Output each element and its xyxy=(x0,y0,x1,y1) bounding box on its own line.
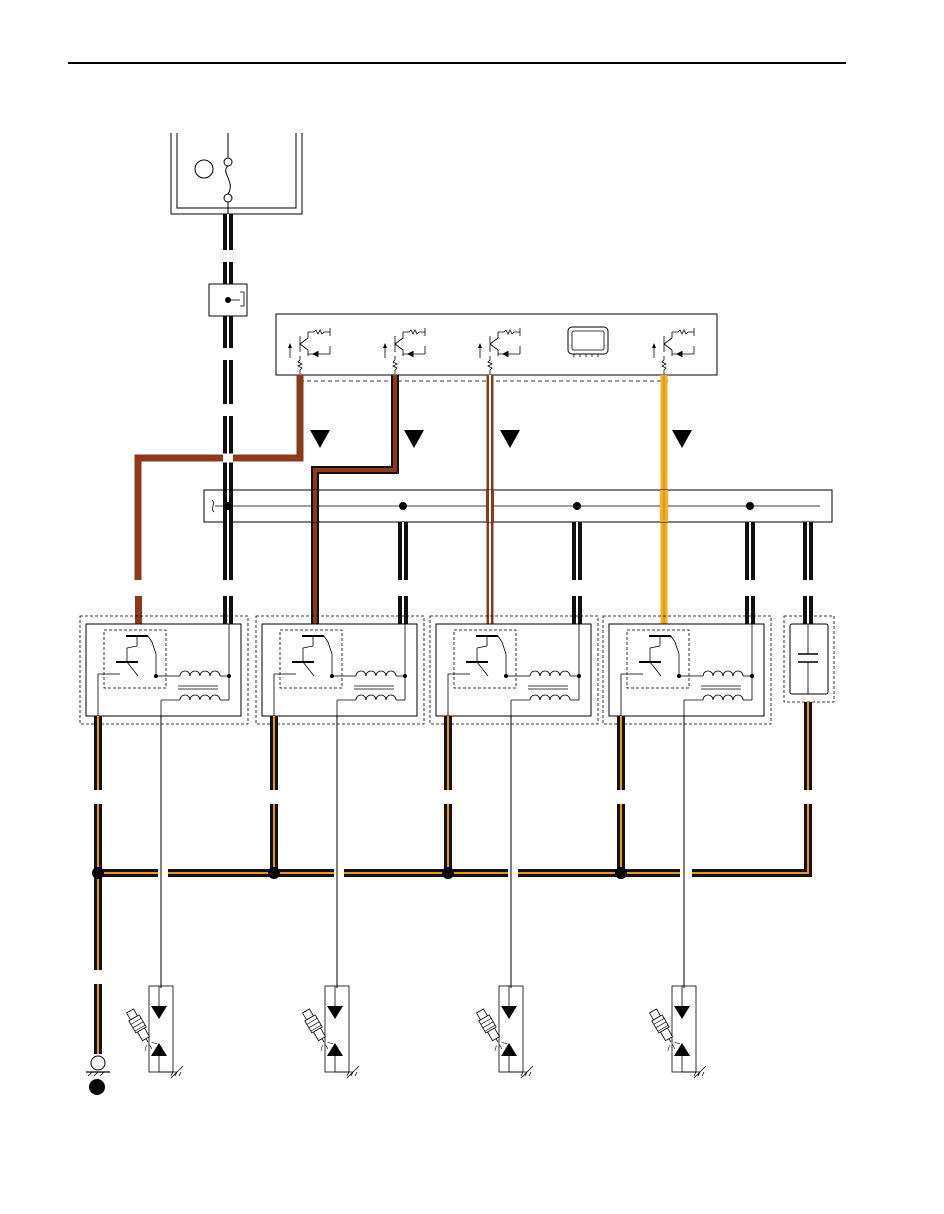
relay-icon xyxy=(208,283,248,317)
ground-wires xyxy=(94,702,812,1054)
spark-plug-icon xyxy=(646,985,707,1079)
ignition-coil-2 xyxy=(261,623,418,717)
spark-plug-icon xyxy=(473,985,534,1079)
ground-icon xyxy=(86,1055,110,1095)
ignition-coil-3 xyxy=(435,623,592,717)
spark-plug-icon xyxy=(123,985,184,1079)
main-power-wire xyxy=(223,214,233,490)
fuse-icon xyxy=(223,133,233,214)
down-arrow-icon xyxy=(672,430,692,448)
power-drop-wires xyxy=(223,522,813,624)
ecm-icon xyxy=(567,326,609,357)
fuse-box xyxy=(170,133,303,215)
down-arrow-icon xyxy=(500,430,520,448)
down-arrow-icon xyxy=(310,430,330,448)
signal-wire-2 xyxy=(311,375,399,624)
spark-plug-icon xyxy=(299,985,360,1079)
down-arrow-icon xyxy=(404,430,424,448)
fuse-box-circle-icon xyxy=(194,159,214,179)
high-tension-leads xyxy=(160,716,685,988)
capacitor-icon xyxy=(789,623,829,695)
ignition-coil-1 xyxy=(85,623,242,717)
junction-connector xyxy=(203,489,833,523)
ecm-box xyxy=(275,313,718,382)
signal-wire-1 xyxy=(134,375,304,624)
ignition-coil-4 xyxy=(608,623,765,717)
